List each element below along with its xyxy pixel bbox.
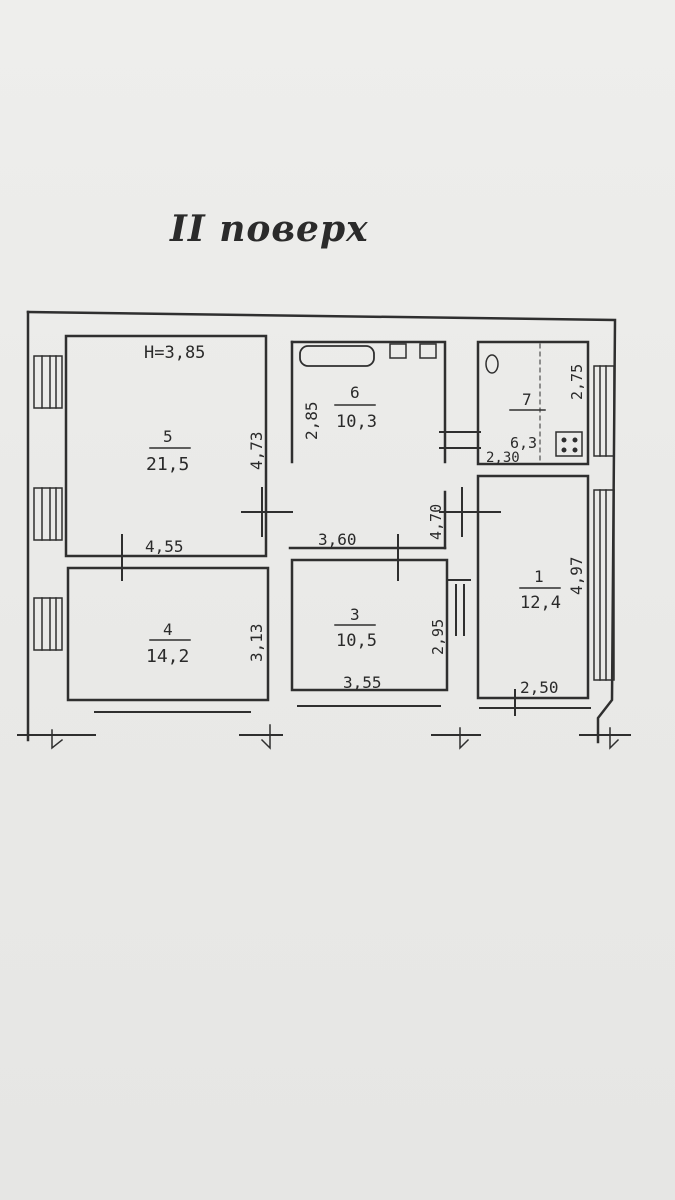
dim-room7-width: 2,30 bbox=[486, 450, 520, 466]
room-5-area: 21,5 bbox=[146, 454, 189, 475]
dim-corridor-depth: 4,70 bbox=[427, 504, 445, 540]
dim-room3-depth: 2,95 bbox=[429, 619, 447, 655]
room-7-number: 7 bbox=[522, 390, 532, 409]
room-1-number: 1 bbox=[534, 567, 544, 586]
room-6-number: 6 bbox=[350, 383, 360, 402]
dim-room4-depth: 3,13 bbox=[247, 623, 266, 662]
room-7-outline bbox=[476, 340, 590, 466]
window-right-top bbox=[593, 365, 615, 457]
sink-icon bbox=[389, 343, 407, 359]
floor-title: II поверх bbox=[170, 208, 369, 250]
room-3-outline bbox=[290, 558, 449, 692]
dim-room6-depth: 2,85 bbox=[302, 401, 321, 440]
bathtub-icon bbox=[299, 345, 375, 367]
window-left-top bbox=[33, 355, 63, 409]
height-note: H=3,85 bbox=[144, 343, 205, 363]
room-3-area: 10,5 bbox=[336, 631, 377, 651]
room-4-number: 4 bbox=[163, 620, 173, 639]
dim-room7-depth: 2,75 bbox=[568, 364, 586, 400]
window-left-mid bbox=[33, 487, 63, 541]
room-5-number: 5 bbox=[163, 427, 173, 446]
room-4-outline bbox=[66, 566, 270, 702]
room-5-outline bbox=[64, 334, 268, 558]
room-1-area: 12,4 bbox=[520, 593, 561, 613]
room-3-number: 3 bbox=[350, 605, 360, 624]
room-6-outline bbox=[290, 340, 447, 464]
stove-icon bbox=[555, 431, 583, 457]
room-6-area: 10,3 bbox=[336, 412, 377, 432]
dim-room5-width: 4,55 bbox=[145, 537, 184, 556]
room-1-outline bbox=[476, 474, 590, 700]
dim-room5-depth: 4,73 bbox=[247, 431, 266, 470]
room-7-area: 6,3 bbox=[510, 434, 537, 452]
window-right-bottom bbox=[593, 489, 615, 681]
dim-corridor-width: 3,60 bbox=[318, 530, 357, 549]
outer-wall bbox=[26, 310, 617, 744]
toilet-icon bbox=[485, 354, 499, 374]
dim-room3-width: 3,55 bbox=[343, 673, 382, 692]
room-4-area: 14,2 bbox=[146, 646, 189, 667]
sink-icon bbox=[419, 343, 437, 359]
dim-room1-depth: 4,97 bbox=[567, 556, 586, 595]
dim-room1-width: 2,50 bbox=[520, 678, 559, 697]
window-left-bottom bbox=[33, 597, 63, 651]
